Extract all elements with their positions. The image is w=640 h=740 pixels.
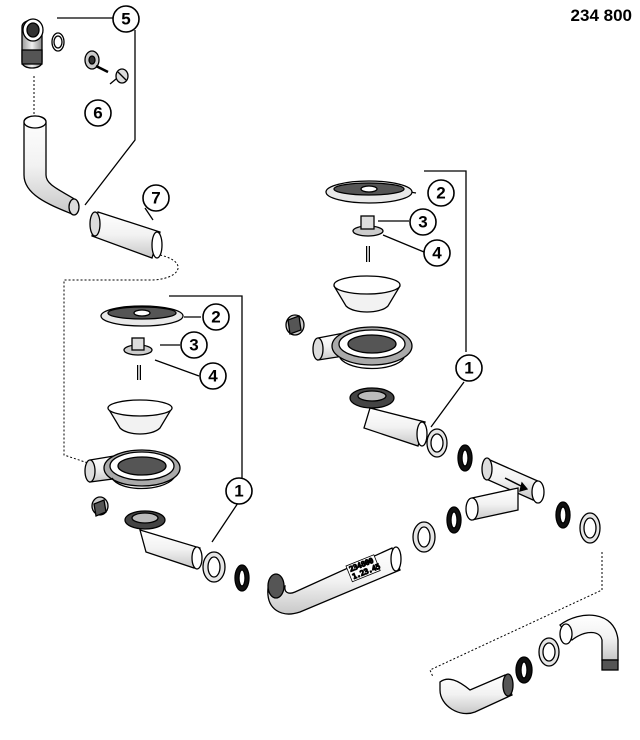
- right-trap: [349, 387, 428, 447]
- left-trap: [124, 510, 203, 570]
- callout-1-left: [225, 477, 253, 505]
- callout-3-left: [180, 331, 208, 359]
- callout-5: [112, 5, 140, 33]
- left-strainer-group: [100, 305, 184, 380]
- callout-2-right: [427, 179, 455, 207]
- right-fittings: [426, 428, 473, 472]
- tapered-hose: [89, 211, 163, 259]
- left-basket: [107, 399, 173, 435]
- left-sink-outlet: [84, 449, 181, 517]
- callouts: [84, 5, 483, 505]
- right-sink-outlet: [285, 314, 413, 370]
- assembly-dashed-lines: [33, 76, 603, 678]
- t-piece: [465, 457, 545, 521]
- part-number-4-left: 4: [208, 367, 218, 386]
- right-strainer-group: [325, 180, 413, 262]
- part-number-1-right: 1: [464, 359, 473, 378]
- callout-1-right: [455, 354, 483, 382]
- callout-3-right: [409, 208, 437, 236]
- overflow-cap: [115, 68, 129, 84]
- part-number-2-left: 2: [211, 308, 220, 327]
- part-number-5: 5: [121, 10, 130, 29]
- t-piece-fittings: [412, 501, 601, 553]
- callout-2-left: [202, 303, 230, 331]
- reference-number: 234 800: [570, 6, 632, 25]
- part-number-3-right: 3: [418, 213, 427, 232]
- bottom-siphon: [439, 614, 619, 715]
- part-number-7: 7: [151, 189, 160, 208]
- part-number-1-left: 1: [234, 482, 243, 501]
- left-fittings: [202, 551, 250, 592]
- part-number-6: 6: [93, 104, 102, 123]
- callout-6: [84, 99, 112, 127]
- callout-numbers: 5 6 7 2 3 4 1 2 3 4 1: [93, 10, 473, 501]
- callout-7: [142, 184, 170, 212]
- callout-4-left: [199, 362, 227, 390]
- overflow-assembly: [21, 18, 109, 216]
- right-basket: [333, 275, 401, 313]
- connecting-pipe: 234800 1.23.45: [267, 546, 402, 615]
- part-number-2-right: 2: [436, 184, 445, 203]
- callout-4-right: [423, 239, 451, 267]
- part-number-4-right: 4: [432, 244, 442, 263]
- part-number-3-left: 3: [189, 336, 198, 355]
